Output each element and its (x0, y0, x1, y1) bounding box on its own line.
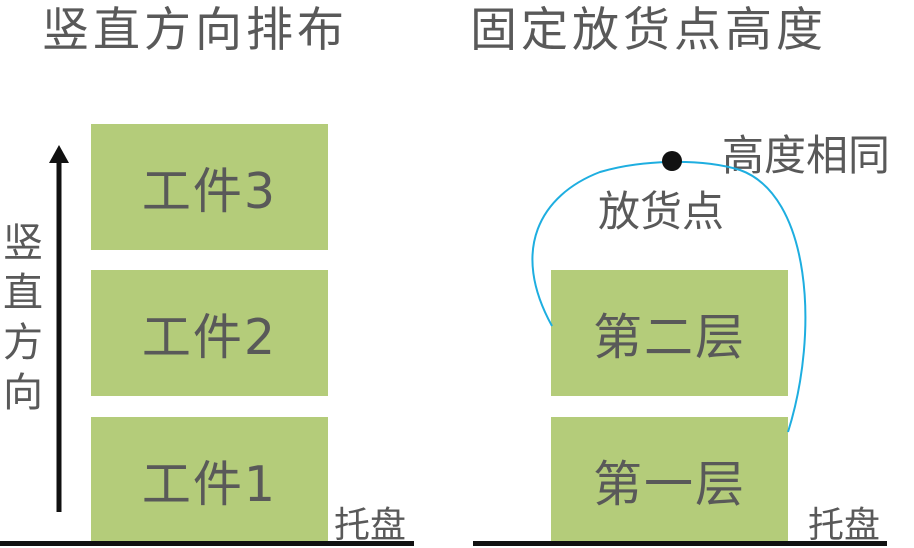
drop-point-marker (662, 151, 682, 171)
vertical-up-arrow (49, 145, 69, 512)
drop-point-path-curve (531, 161, 807, 433)
workpiece-1-label: 工件1 (141, 455, 278, 513)
layer-1-label: 第一层 (592, 455, 746, 513)
workpiece-3-label: 工件3 (141, 162, 278, 220)
workpiece-2-label: 工件2 (141, 308, 278, 366)
workpiece-1-box: 工件1 (91, 417, 328, 543)
height-same-label: 高度相同 (722, 131, 891, 180)
workpiece-2-box: 工件2 (91, 270, 328, 396)
layer-2-label: 第二层 (592, 308, 746, 366)
drop-point-label: 放货点 (598, 187, 725, 236)
vertical-label-char: 直 (3, 270, 43, 316)
left-pallet-base (0, 541, 414, 546)
layer-1-box: 第一层 (551, 417, 788, 543)
right-title: 固定放货点高度 (470, 3, 827, 58)
left-pallet-label: 托盘 (334, 505, 407, 546)
vertical-label-char: 竖 (3, 220, 43, 266)
vertical-direction-label: 竖 直 方 向 (0, 218, 46, 418)
right-pallet-base (473, 541, 887, 546)
layer-2-box: 第二层 (551, 270, 788, 396)
vertical-label-char: 方 (3, 320, 43, 366)
right-pallet-label: 托盘 (808, 505, 881, 546)
vertical-label-char: 向 (3, 370, 43, 416)
left-title: 竖直方向排布 (42, 3, 348, 58)
workpiece-3-box: 工件3 (91, 124, 328, 250)
